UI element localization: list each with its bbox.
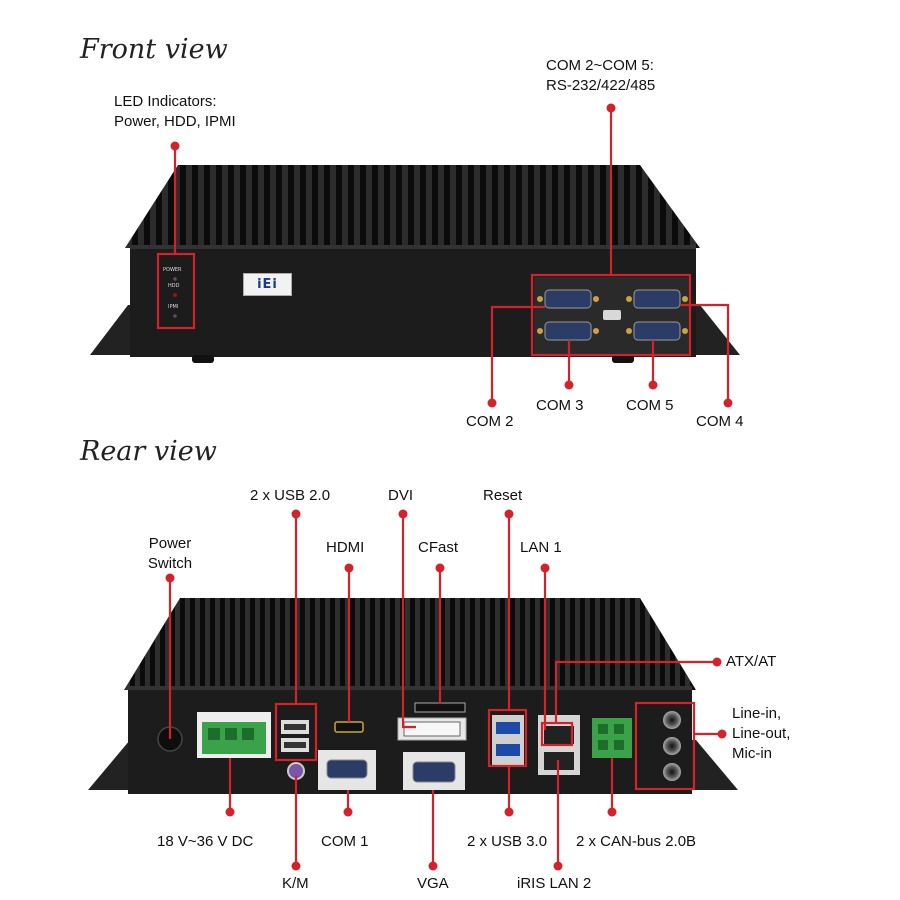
can-bus-label: 2 x CAN-bus 2.0B [576,833,697,850]
power-switch-label: Power Switch [147,535,193,572]
hdmi-label: HDMI [326,539,365,556]
com4-port [626,289,688,309]
dc-input-label: 18 V~36 V DC [157,833,254,850]
iei-logo: iEi [243,273,292,296]
km-label: K/M [282,875,309,892]
com2-label: COM 2 [466,413,514,430]
led-indicators-label: LED Indicators: Power, HDD, IPMI [114,93,236,130]
com3-label: COM 3 [536,397,584,414]
led-text-hdd: HDD [168,283,180,289]
com3-port [537,321,599,341]
reset-label: Reset [483,487,523,504]
lan1-label: LAN 1 [520,539,562,556]
usb30-label: 2 x USB 3.0 [467,833,548,850]
rear-heatsink-fins [124,598,696,690]
front-callouts [156,108,730,403]
front-bracket-left [90,305,142,355]
cfast-slot [414,702,466,713]
dvi-label: DVI [388,487,414,504]
com1-port [318,750,376,790]
rear-view-title: Rear view [80,436,217,467]
front-device [90,165,740,363]
front-heatsink-fins [125,165,700,248]
cfast-label: CFast [418,539,459,556]
can-bus-terminal [592,718,632,758]
rear-bracket-right [686,740,738,790]
rear-device [88,598,738,794]
usb20-label: 2 x USB 2.0 [250,487,331,504]
atx-at-label: ATX/AT [726,653,777,670]
iris-lan2-label: iRIS LAN 2 [517,875,592,892]
usb20-ports [281,720,309,752]
rear-callouts [168,514,722,866]
usb30-ports [492,715,524,765]
usb30-highlight-box [487,708,528,768]
line-in-jack [663,711,681,729]
com4-label: COM 4 [696,413,744,430]
hdmi-port [334,721,364,733]
dc-power-terminal [197,712,271,758]
led-text-ipmi: IPMI [168,304,179,310]
line-out-jack [663,737,681,755]
mic-in-jack [663,763,681,781]
com2-port [537,289,599,309]
audio-highlight-box [634,701,696,791]
vga-port [403,752,465,790]
com5-port [626,321,688,341]
com1-label: COM 1 [321,833,369,850]
com-group-label: COM 2~COM 5: RS-232/422/485 [546,57,656,94]
led-text-power: POWER [163,267,182,273]
front-view-title: Front view [80,34,228,65]
com5-label: COM 5 [626,397,674,414]
audio-label: Line-in, Line-out, Mic-in [732,705,791,762]
vga-label: VGA [417,875,449,892]
rear-bracket-left [88,740,140,790]
